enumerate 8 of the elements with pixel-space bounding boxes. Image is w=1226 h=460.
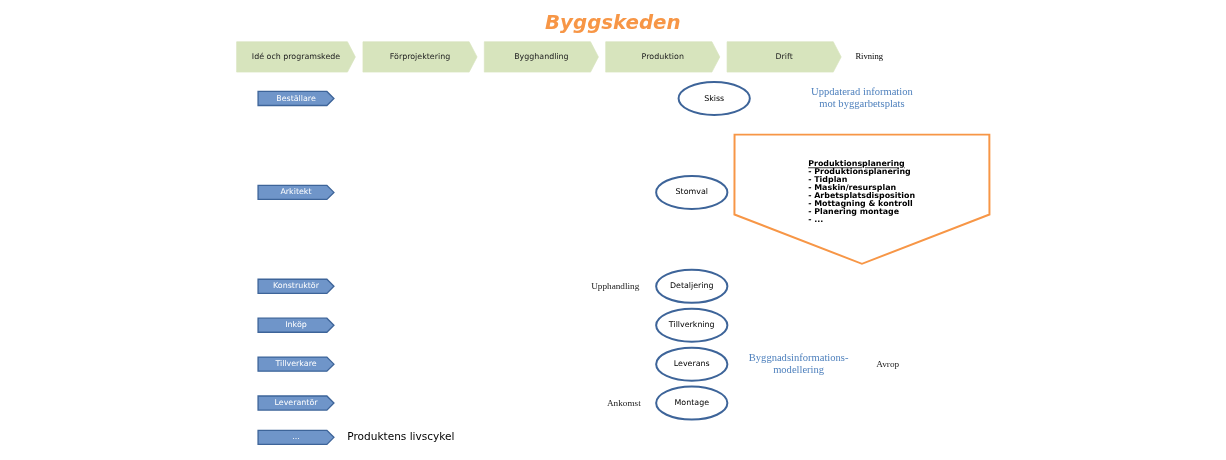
label: Byggnadsinformations- modellering (748, 351, 849, 375)
label: Uppdaterad information mot byggarbetsplats (811, 86, 913, 109)
label: Ankomst (606, 397, 641, 408)
label: Produktens livscykel (347, 429, 455, 442)
diagram-title: Byggskeden (545, 10, 681, 34)
label: Upphandling (591, 280, 640, 291)
label: Avrop (876, 358, 900, 369)
label: Rivning (855, 51, 884, 62)
